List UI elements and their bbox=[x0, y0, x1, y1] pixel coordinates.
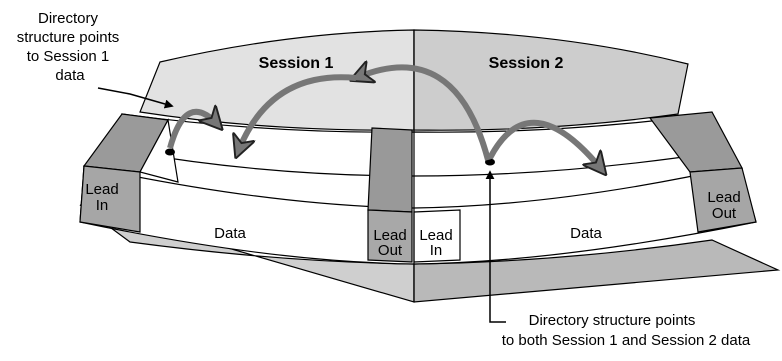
session1-lead-in-label-2: In bbox=[96, 197, 109, 214]
session1-data-label: Data bbox=[214, 225, 246, 242]
session1-directory-pointer bbox=[165, 148, 175, 156]
arrow-back-to-session1-data bbox=[238, 74, 357, 152]
session2-data-label: Data bbox=[570, 225, 602, 242]
arrow-session2-to-session1-data bbox=[356, 67, 491, 161]
session2-lead-out-label-2: Out bbox=[712, 205, 737, 222]
session1-lead-out-label-2: Out bbox=[378, 242, 403, 259]
session1-lead-out-label-1: Lead bbox=[373, 227, 406, 244]
callout-session1-line-3: to Session 1 bbox=[27, 48, 110, 65]
arrow-session1-to-data bbox=[167, 112, 218, 149]
disc-surface-session1 bbox=[139, 29, 415, 131]
arrow-session2-to-session2-data bbox=[487, 119, 602, 170]
session1-lead-in-label-1: Lead bbox=[85, 181, 118, 198]
callout-both-leader bbox=[485, 170, 506, 323]
disc-surface-session2 bbox=[413, 29, 689, 131]
session1-title: Session 1 bbox=[259, 55, 334, 72]
session2-directory-pointer bbox=[485, 158, 495, 166]
session1-lead-out-block bbox=[367, 127, 413, 213]
session2-lead-out-label-1: Lead bbox=[707, 189, 740, 206]
callout-session1-line-4: data bbox=[55, 67, 85, 84]
callout-both-line-2: to both Session 1 and Session 2 data bbox=[502, 332, 751, 349]
callout-session1-line-2: structure points bbox=[17, 29, 120, 46]
session2-title: Session 2 bbox=[489, 55, 564, 72]
session2-lead-in-label-1: Lead bbox=[419, 227, 452, 244]
callout-session1-leader bbox=[97, 87, 174, 109]
session2-lead-in-label-2: In bbox=[430, 242, 443, 259]
callout-session1-line-1: Directory bbox=[38, 10, 99, 27]
callout-both-line-1: Directory structure points bbox=[529, 312, 696, 329]
